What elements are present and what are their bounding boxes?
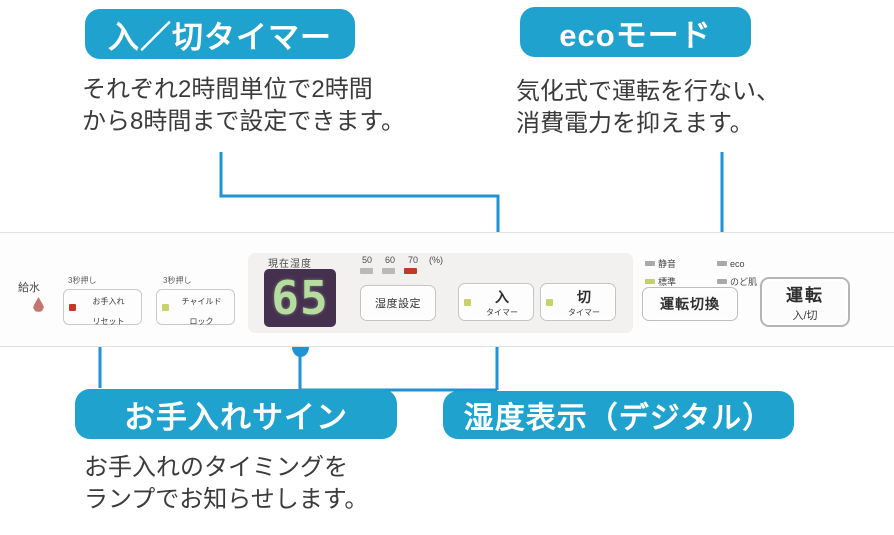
care-reset-led — [69, 303, 76, 311]
humidity-set-button[interactable]: 湿度設定 — [360, 285, 436, 321]
callout-badge-care-sign: お手入れサイン — [76, 390, 396, 438]
mode-indicators: 静音 eco 標準 のど肌 — [645, 257, 795, 293]
care-reset-hold-label: 3秒押し — [68, 276, 97, 285]
mode-led-eco — [717, 261, 727, 266]
callout-desc-timer: それぞれ2時間単位で2時間 から8時間まで設定できます。 — [82, 76, 405, 135]
humidity-set-label: 湿度設定 — [375, 298, 421, 310]
connector-timer — [219, 152, 500, 248]
current-humidity-label: 現在湿度 — [268, 259, 312, 270]
care-reset-button[interactable]: お手入れ リセット — [63, 289, 142, 326]
on-timer-led — [464, 298, 471, 306]
mode-label-quiet: 静音 — [658, 259, 677, 269]
mode-switch-button[interactable]: 運転切換 — [642, 287, 738, 321]
water-supply-label: 給水 — [18, 282, 40, 294]
mode-indicator-standard: 標準 — [645, 275, 713, 288]
mode-indicator-quiet: 静音 — [645, 257, 713, 270]
child-lock-label-1: チャイルド — [181, 297, 222, 306]
mode-indicator-throat-skin: のど肌 — [717, 275, 785, 288]
humidity-scale: 50 60 70 (%) — [360, 255, 448, 274]
scale-led-50 — [360, 268, 373, 274]
power-button-sublabel: 入/切 — [792, 310, 818, 322]
mode-label-standard: 標準 — [658, 277, 677, 287]
off-timer-label: 切 — [577, 288, 591, 305]
scale-led-60 — [382, 268, 395, 274]
mode-led-throat-skin — [717, 279, 727, 284]
control-panel: 給水 3秒押し お手入れ リセット 3秒押し チャイルド ロック 現在湿度 65 — [0, 232, 894, 347]
on-timer-label: 入 — [495, 288, 509, 305]
droplet-icon — [33, 297, 44, 312]
power-button-label: 運転 — [786, 286, 824, 305]
callout-badge-eco: ecoモード — [521, 8, 750, 56]
scale-led-70 — [404, 268, 417, 274]
off-timer-led — [546, 298, 553, 306]
child-lock-label-2: ロック — [189, 317, 214, 326]
power-button[interactable]: 運転 入/切 — [760, 277, 850, 327]
scale-value-70: 70 — [407, 255, 418, 265]
humidity-value: 65 — [271, 271, 329, 325]
scale-unit: (%) — [429, 255, 443, 265]
callout-badge-humidity-display: 湿度表示（デジタル） — [444, 392, 793, 438]
child-lock-hold-label: 3秒押し — [163, 276, 192, 285]
mode-led-quiet — [645, 261, 655, 266]
mode-led-standard — [645, 279, 655, 284]
mode-indicator-eco: eco — [717, 259, 785, 269]
care-reset-label-1: お手入れ — [92, 297, 125, 306]
child-lock-button[interactable]: チャイルド ロック — [156, 289, 235, 326]
care-reset-label-2: リセット — [92, 317, 125, 326]
off-timer-sublabel: タイマー — [568, 307, 600, 317]
scale-value-60: 60 — [384, 255, 395, 265]
callout-desc-care-sign: お手入れのタイミングを ランプでお知らせします。 — [84, 454, 369, 513]
callout-desc-eco: 気化式で運転を行ない、 消費電力を抑えます。 — [516, 78, 780, 137]
on-timer-button[interactable]: 入 タイマー — [458, 283, 534, 321]
mode-switch-label: 運転切換 — [660, 296, 720, 312]
off-timer-button[interactable]: 切 タイマー — [540, 283, 616, 321]
humidity-display: 65 — [264, 269, 336, 327]
on-timer-sublabel: タイマー — [486, 307, 518, 317]
callout-badge-timer: 入／切タイマー — [86, 10, 354, 58]
mode-label-eco: eco — [730, 258, 745, 269]
scale-value-50: 50 — [361, 255, 372, 265]
mode-label-throat-skin: のど肌 — [730, 277, 758, 287]
child-lock-led — [162, 303, 169, 311]
connector-display — [298, 345, 497, 392]
